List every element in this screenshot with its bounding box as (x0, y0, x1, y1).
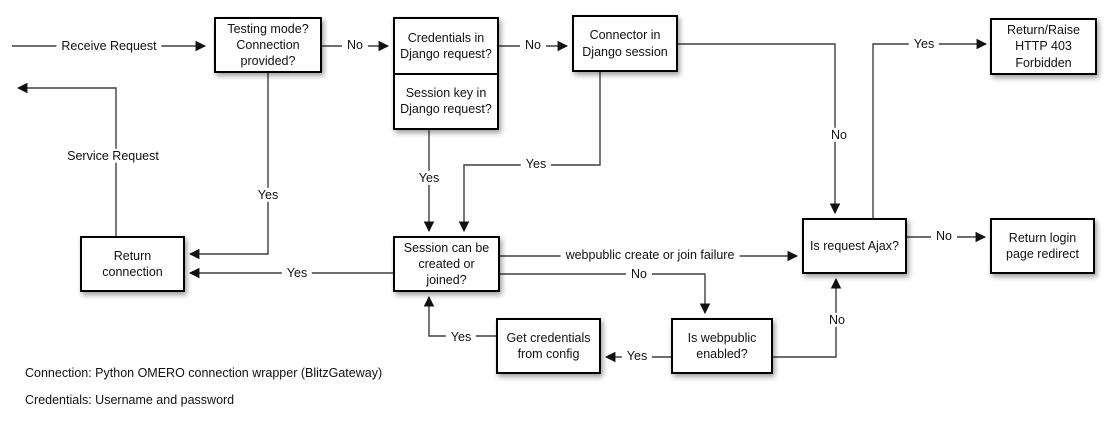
node-credentials-in-request: Credentials in Django request? (395, 19, 497, 75)
edge-label-yes-session-return: Yes (281, 265, 313, 281)
edge-service-request-exit (16, 82, 117, 236)
node-is-request-ajax: Is request Ajax? (802, 218, 907, 274)
node-http-403-forbidden: Return/Raise HTTP 403 Forbidden (990, 18, 1097, 75)
edge-label-no-webpublic: No (824, 312, 850, 328)
edge-testing-yes-return (188, 73, 269, 260)
node-session-key-in-request: Session key in Django request? (400, 86, 492, 117)
edge-label-yes-getcred: Yes (445, 329, 477, 345)
node-get-credentials-config: Get credentials from config (496, 318, 601, 374)
edge-label-no-session: No (626, 266, 652, 282)
edge-webpublic-no-ajax (773, 277, 842, 358)
edge-label-yes-403: Yes (908, 36, 940, 52)
node-testing-mode: Testing mode? Connection provided? (214, 17, 322, 73)
footnote-credentials: Credentials: Username and password (25, 393, 235, 407)
edge-label-yes-webpublic: Yes (621, 348, 653, 364)
node-return-connection: Return connection (80, 236, 185, 292)
edge-label-no-credentials: No (520, 37, 546, 53)
edge-ajax-yes-403 (872, 38, 988, 218)
node-request-checks: Credentials in Django request? Session k… (393, 17, 499, 130)
edge-label-no-testing: No (342, 37, 368, 53)
edge-label-receive-request: Receive Request (56, 38, 162, 54)
node-is-webpublic-enabled: Is webpublic enabled? (671, 318, 773, 374)
edge-label-yes-connector: Yes (520, 156, 552, 172)
node-return-login-redirect: Return login page redirect (990, 218, 1095, 274)
edge-label-yes-testing: Yes (252, 187, 284, 203)
edge-label-yes-sessionkey: Yes (413, 170, 445, 186)
edge-label-service-request: Service Request (62, 148, 164, 164)
node-session-create-join: Session can be created or joined? (393, 236, 500, 292)
edge-label-no-connector: No (826, 127, 852, 143)
node-connector-in-session: Connector in Django session (572, 15, 678, 72)
edge-label-no-ajax: No (931, 228, 957, 244)
footnote-connection: Connection: Python OMERO connection wrap… (25, 366, 383, 380)
edge-label-webpublic-failure: webpublic create or join failure (560, 247, 740, 263)
edge-session-no-webpublic (500, 273, 711, 315)
edge-connector-no-ajax (678, 43, 841, 215)
